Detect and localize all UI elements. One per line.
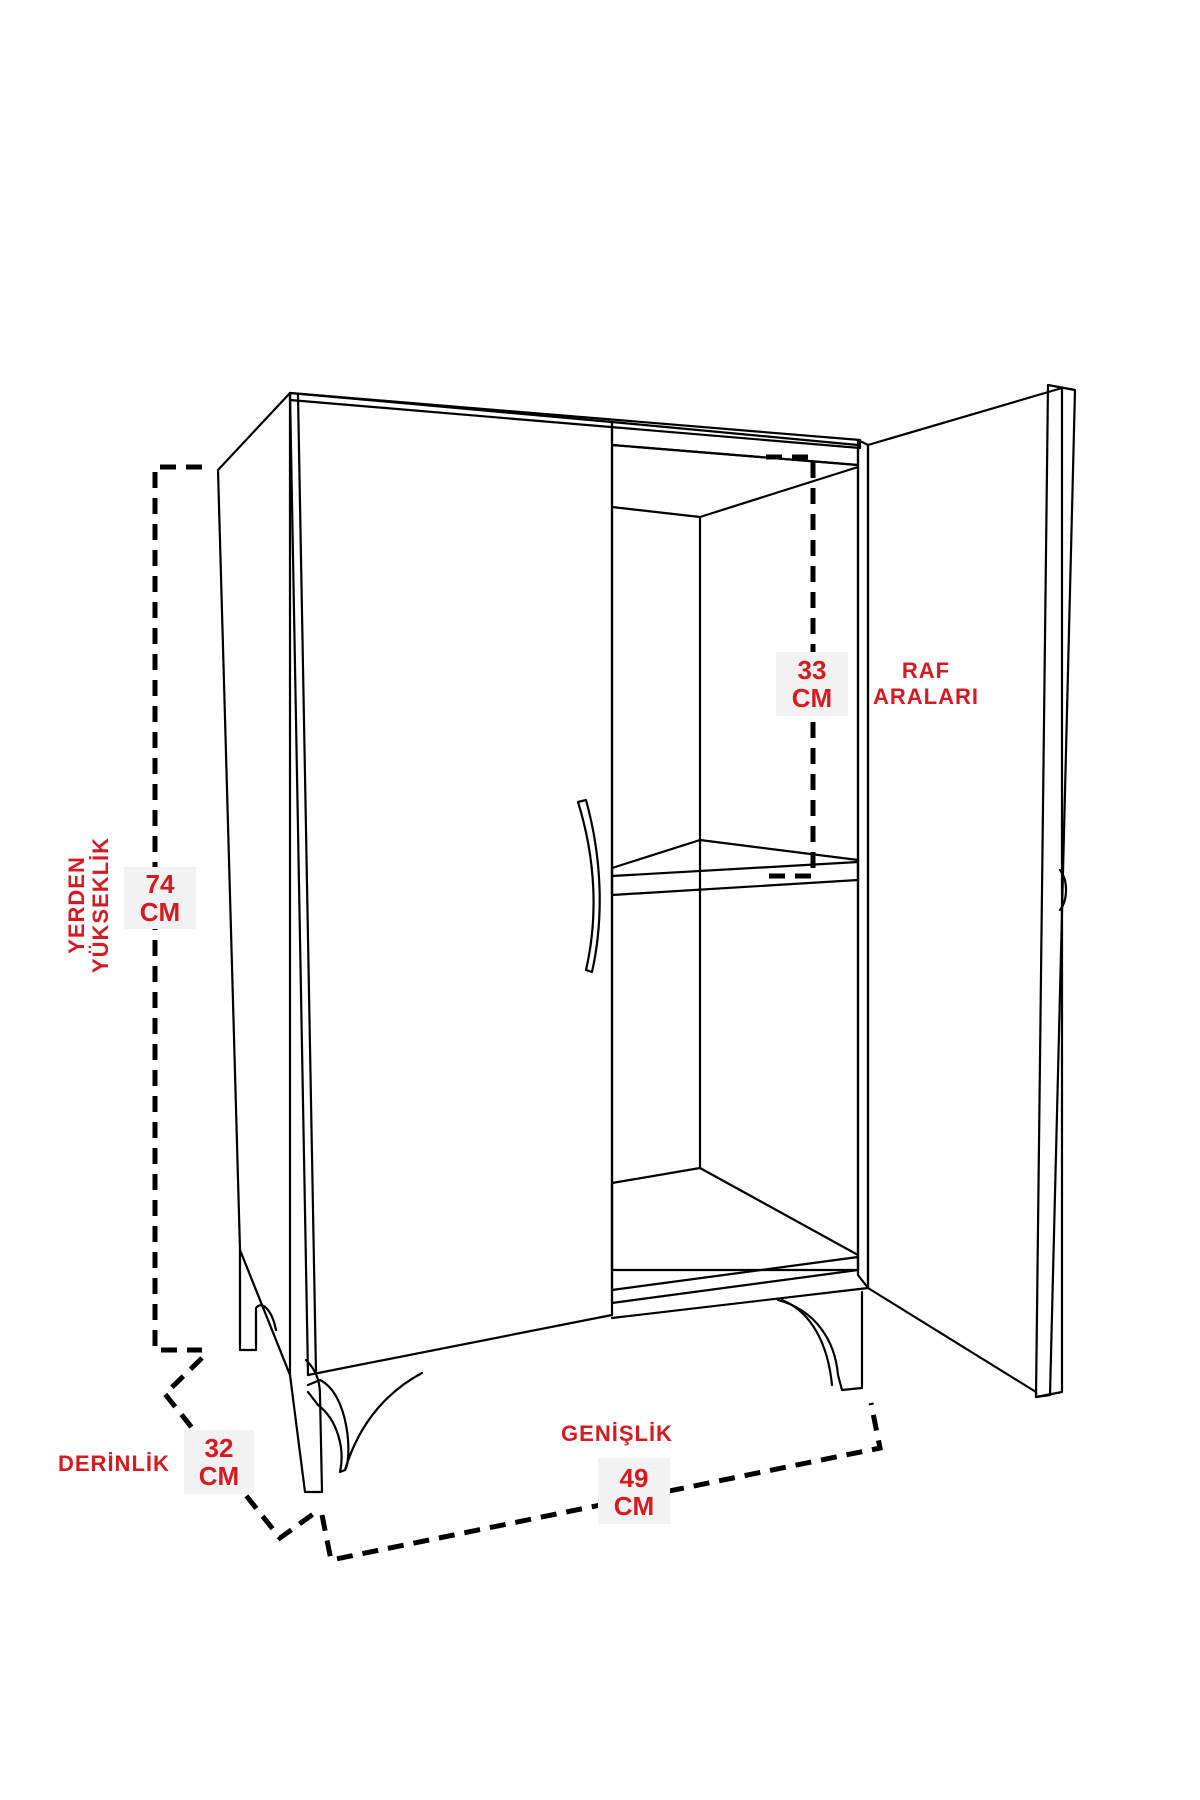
shelf-gap-label-line2: ARALARI bbox=[873, 684, 979, 709]
leg-front-curve bbox=[343, 1371, 424, 1472]
right-door-edge bbox=[1034, 383, 1077, 1399]
width-dimension: GENİŞLİK 49 CM bbox=[561, 1421, 673, 1524]
leg-front-middle bbox=[306, 1378, 350, 1474]
leg-back-right bbox=[776, 1290, 864, 1392]
interior-left-wall-top bbox=[610, 505, 702, 519]
leg-back-right-curve bbox=[780, 1298, 834, 1387]
cabinet-left-door bbox=[288, 391, 614, 1377]
height-label-line2: YÜKSEKLİK bbox=[88, 837, 113, 973]
cabinet-bottom-base bbox=[610, 1286, 870, 1320]
width-unit: CM bbox=[614, 1491, 654, 1521]
cabinet-drawing bbox=[216, 383, 1077, 1494]
shelf-gap-label-line1: RAF bbox=[902, 658, 950, 683]
width-value-box bbox=[598, 1458, 670, 1524]
dimension-lines bbox=[152, 454, 883, 1563]
leg-front-left bbox=[288, 1358, 324, 1494]
height-value-box bbox=[124, 867, 196, 929]
width-label: GENİŞLİK bbox=[561, 1421, 673, 1446]
cabinet-shelf-edge bbox=[610, 860, 860, 878]
door-handle-icon bbox=[576, 798, 601, 974]
height-label-line1: YERDEN bbox=[64, 856, 89, 954]
depth-label: DERİNLİK bbox=[58, 1451, 170, 1476]
shelf-gap-value: 33 bbox=[798, 655, 827, 685]
cabinet-back-panel bbox=[610, 443, 860, 1272]
height-unit: CM bbox=[140, 897, 180, 927]
depth-value: 32 bbox=[205, 1433, 234, 1463]
shelf-gap-value-box bbox=[776, 652, 848, 716]
depth-unit: CM bbox=[199, 1461, 239, 1491]
depth-dimension: DERİNLİK 32 CM bbox=[58, 1430, 254, 1494]
height-dimension: YERDEN YÜKSEKLİK 74 CM bbox=[64, 837, 196, 973]
width-value: 49 bbox=[620, 1463, 649, 1493]
cabinet-bottom-panel bbox=[610, 1166, 860, 1305]
height-value: 74 bbox=[146, 869, 175, 899]
cabinet-right-side bbox=[856, 438, 870, 1290]
shelf-gap-dimension: 33 CM RAF ARALARI bbox=[776, 652, 979, 716]
shelf-gap-unit: CM bbox=[792, 683, 832, 713]
cabinet-right-door bbox=[866, 386, 1064, 1399]
interior-ceiling-diag bbox=[698, 465, 860, 519]
cabinet-bottom-edge bbox=[610, 1255, 860, 1292]
cabinet-left-side bbox=[216, 391, 292, 1377]
cabinet-shelf bbox=[610, 838, 860, 897]
depth-value-box bbox=[184, 1430, 254, 1494]
leg-back-left bbox=[238, 1248, 278, 1352]
cabinet-top-inner bbox=[610, 420, 860, 467]
right-door-handle-icon bbox=[1058, 868, 1068, 912]
door-edge-line bbox=[296, 393, 318, 1375]
